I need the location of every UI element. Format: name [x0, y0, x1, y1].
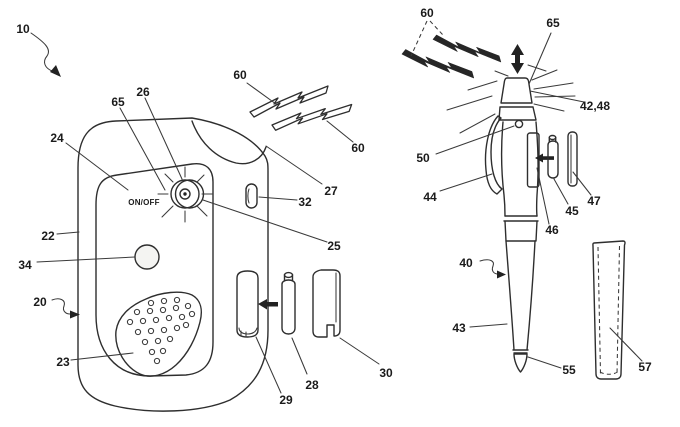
ref-label-28: 28: [305, 378, 319, 392]
leader-43: [469, 323, 508, 328]
leader-40: [479, 259, 499, 275]
ref-label-50: 50: [416, 151, 430, 165]
leader-22: [56, 231, 80, 235]
pen-lower-barrel: [505, 240, 536, 354]
speaker-grille: [115, 291, 202, 377]
radio-bolt-pen-lower: [401, 49, 475, 79]
pen-battery-cover: [567, 131, 578, 187]
leader-26: [144, 97, 183, 180]
leader-46: [536, 167, 550, 225]
leader-65-right: [528, 32, 552, 85]
pen-clip: [484, 115, 503, 195]
leader-lines: [30, 20, 643, 394]
ref-label-60-c: 60: [420, 6, 434, 20]
ref-label-42-48: 42,48: [580, 99, 610, 113]
led-outer-ring: [170, 179, 200, 209]
ref-label-24: 24: [50, 131, 64, 145]
ref-label-65-left: 65: [111, 95, 125, 109]
leader-34: [36, 256, 136, 263]
leader-47: [572, 171, 592, 196]
ref-label-65-right: 65: [546, 16, 560, 30]
leader-30: [339, 337, 380, 365]
ref-label-22: 22: [41, 229, 55, 243]
leader-32: [258, 196, 298, 201]
led-indicator: [157, 166, 213, 223]
pager-device: ON/OFF: [77, 117, 341, 412]
ref-label-27: 27: [324, 184, 338, 198]
side-port-oval: [245, 183, 258, 209]
ref-label-25: 25: [327, 239, 341, 253]
pen-cap-ring: [498, 106, 537, 121]
leader-28: [291, 337, 308, 375]
pen-writing-tip: [513, 353, 528, 373]
speaker-holes: [126, 296, 196, 365]
ref-label-45: 45: [565, 204, 579, 218]
ref-label-55: 55: [562, 363, 576, 377]
ref-label-43: 43: [452, 321, 466, 335]
leader-10: [30, 32, 53, 72]
leader-25: [202, 199, 328, 243]
leader-20-arrowhead: [70, 310, 80, 319]
leader-45: [553, 178, 569, 205]
side-port-inner-line: [247, 188, 250, 204]
pen-cap: [500, 77, 533, 104]
radio-waves: [249, 34, 502, 137]
round-button: [134, 244, 160, 270]
ref-label-47: 47: [587, 194, 601, 208]
ref-label-30: 30: [379, 366, 393, 380]
ref-label-29: 29: [279, 393, 293, 407]
leader-60-c2: [410, 20, 428, 57]
ref-label-20: 20: [33, 295, 47, 309]
battery-holder: [236, 270, 259, 338]
radio-bolt-pen-upper: [432, 34, 502, 63]
ref-label-44: 44: [423, 190, 437, 204]
pen-insert-arrow-left: [535, 153, 554, 163]
pager-front-face: [95, 162, 214, 377]
leader-60-a: [246, 82, 277, 105]
battery-cover: [312, 269, 341, 338]
leader-24: [65, 142, 129, 191]
leader-55: [527, 356, 562, 369]
on-off-label: ON/OFF: [128, 198, 159, 207]
pen-battery-cell: [547, 134, 559, 179]
leader-29: [255, 336, 282, 394]
ref-label-23: 23: [56, 355, 70, 369]
leader-42-48: [529, 90, 585, 103]
insert-arrow-left: [258, 299, 278, 310]
leader-50: [435, 125, 515, 155]
leader-60-b: [326, 120, 354, 143]
leader-65-left: [119, 107, 166, 191]
ref-label-10: 10: [16, 22, 30, 36]
ref-label-60-a: 60: [233, 68, 247, 82]
ref-label-40: 40: [459, 256, 473, 270]
pen-button: [514, 119, 524, 129]
leader-57: [609, 327, 643, 362]
led-rays: [157, 166, 213, 223]
pen-sheath: [592, 240, 626, 380]
ref-label-57: 57: [638, 360, 652, 374]
ref-label-34: 34: [18, 258, 32, 272]
ref-label-60-b: 60: [351, 141, 365, 155]
battery-cell: [281, 271, 296, 335]
reference-labels: 10 60 60 27 65 26 24 22 34 20 23 32 25 2…: [16, 6, 652, 407]
leader-60-c1: [429, 20, 444, 36]
leader-40-arrowhead: [497, 270, 506, 279]
pen-mid-rings: [503, 215, 539, 242]
leader-23: [70, 352, 134, 361]
ref-label-46: 46: [545, 223, 559, 237]
pager-corner-recess: [191, 120, 267, 165]
leader-20: [51, 298, 71, 315]
pen-upper-barrel: [500, 121, 539, 217]
pen-device: [446, 44, 578, 373]
pager-outer-housing: [77, 117, 269, 412]
leader-44: [439, 173, 493, 192]
led-lens: [179, 188, 191, 200]
up-down-arrow: [511, 44, 524, 74]
ref-label-26: 26: [136, 85, 150, 99]
led-dot: [183, 192, 187, 196]
leader-10-arrowhead: [50, 65, 61, 77]
ref-label-32: 32: [298, 195, 312, 209]
leader-27: [265, 145, 323, 185]
